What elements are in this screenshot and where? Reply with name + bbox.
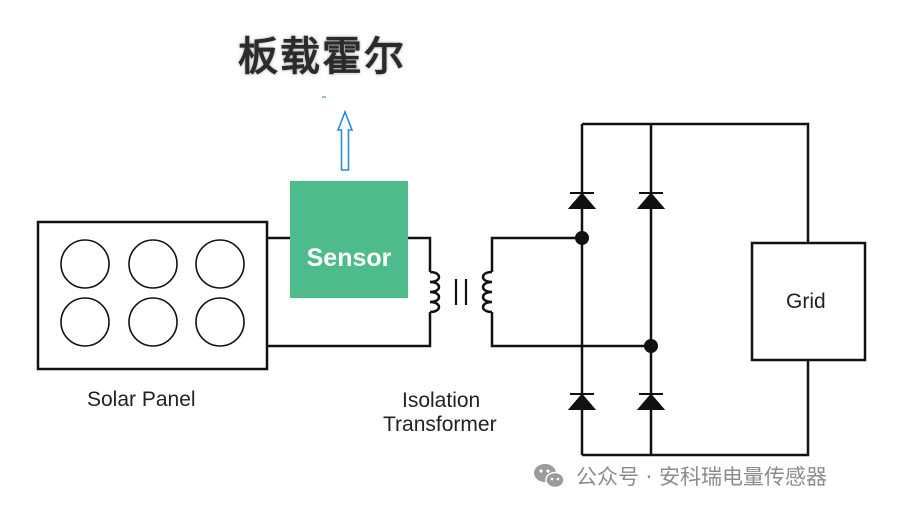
up-arrow-icon: [336, 109, 354, 171]
watermark: 公众号 · 安科瑞电量传感器: [576, 461, 827, 491]
sensor-box: [290, 181, 408, 298]
solar-panel: [36, 220, 269, 371]
solar-cell: [195, 239, 245, 289]
grid-box: [750, 241, 867, 362]
transformer-label-line2: Transformer: [383, 413, 497, 436]
solar-panel-label: Solar Panel: [87, 388, 196, 411]
isolation-transformer: [429, 270, 493, 314]
transformer-label-line1: Isolation: [402, 389, 481, 412]
watermark-text: 公众号 · 安科瑞电量传感器: [576, 465, 828, 489]
solar-cell: [60, 239, 110, 289]
sensor-label: Sensor: [306, 244, 392, 272]
solar-cell: [128, 239, 178, 289]
solar-cell: [195, 297, 245, 347]
diode: [636, 192, 666, 209]
diode: [636, 393, 666, 410]
wechat-icon: [534, 464, 565, 489]
bridge-diodes: [567, 192, 666, 410]
solar-cell: [128, 297, 178, 347]
diode: [567, 192, 597, 209]
grid-label: Grid: [786, 290, 826, 313]
diode: [567, 393, 597, 410]
diagram-title: 板载霍尔: [238, 34, 406, 80]
solar-cell: [60, 297, 110, 347]
junction-dot: [575, 231, 589, 245]
wires: [267, 122, 810, 457]
junction-dot: [644, 339, 658, 353]
